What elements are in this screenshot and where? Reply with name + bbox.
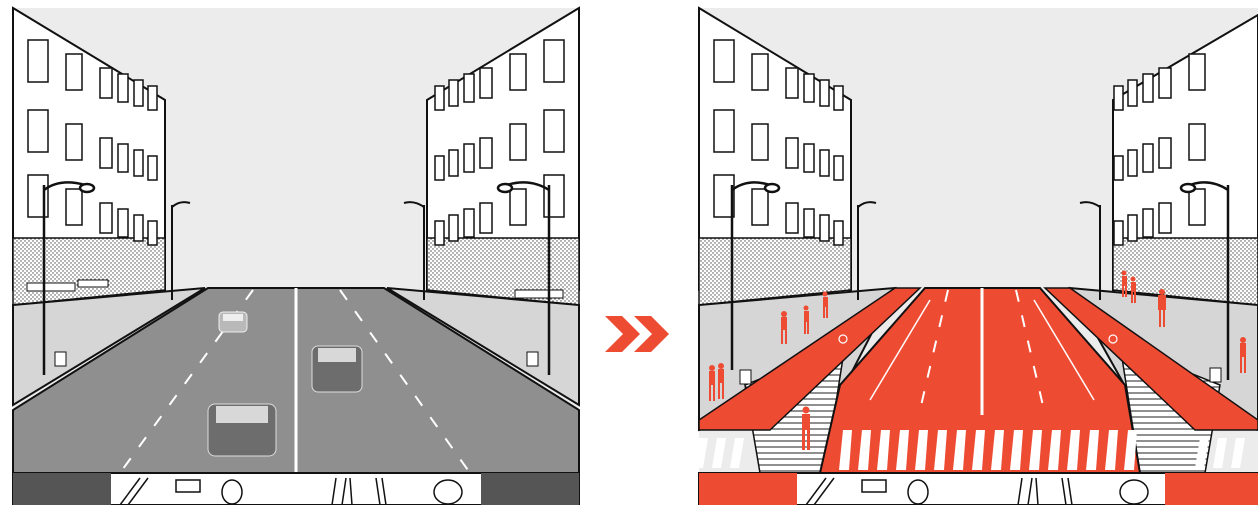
window — [510, 54, 526, 90]
trash-can — [1210, 368, 1221, 382]
window — [804, 144, 814, 172]
window — [100, 203, 112, 233]
curb-section — [1165, 473, 1258, 505]
car — [219, 312, 247, 332]
before-panel — [13, 8, 579, 505]
car — [312, 346, 362, 392]
utility-box-icon — [862, 480, 886, 492]
window — [118, 144, 128, 172]
window — [449, 150, 458, 176]
window — [134, 150, 143, 176]
window — [148, 156, 157, 180]
double-chevron-right-icon — [605, 316, 669, 352]
window — [435, 156, 444, 180]
window — [480, 203, 492, 233]
awning — [515, 290, 563, 298]
window — [1189, 189, 1205, 225]
window — [786, 203, 798, 233]
awning — [78, 280, 108, 287]
window — [134, 215, 143, 241]
window — [1143, 144, 1153, 172]
after-panel — [694, 8, 1258, 505]
curb-section — [699, 473, 797, 505]
window — [1189, 54, 1205, 90]
window — [480, 138, 492, 168]
window — [714, 110, 734, 152]
window — [510, 124, 526, 160]
window — [464, 144, 474, 172]
window — [820, 215, 829, 241]
awning — [27, 283, 75, 291]
window — [544, 175, 564, 217]
window — [134, 80, 143, 106]
window — [66, 54, 82, 90]
window — [480, 68, 492, 98]
window — [464, 209, 474, 237]
window — [752, 124, 768, 160]
window — [449, 215, 458, 241]
window — [752, 54, 768, 90]
window — [1159, 68, 1171, 98]
window — [804, 209, 814, 237]
window — [786, 138, 798, 168]
window — [464, 74, 474, 102]
window — [1114, 156, 1123, 180]
building-windows — [1114, 54, 1205, 245]
window — [714, 40, 734, 82]
window — [28, 40, 48, 82]
utility-box-icon — [176, 480, 200, 492]
window — [148, 86, 157, 110]
window — [752, 189, 768, 225]
trash-can — [740, 370, 751, 384]
car — [208, 404, 276, 456]
window — [66, 189, 82, 225]
window — [118, 209, 128, 237]
window — [820, 150, 829, 176]
underground-section — [13, 473, 579, 505]
window — [820, 80, 829, 106]
window — [834, 86, 843, 110]
window — [100, 138, 112, 168]
curb-section — [13, 473, 111, 505]
window — [1114, 86, 1123, 110]
window — [1114, 221, 1123, 245]
window — [1128, 80, 1137, 106]
window — [834, 156, 843, 180]
window — [435, 86, 444, 110]
window — [786, 68, 798, 98]
underground-section — [699, 473, 1258, 505]
window — [100, 68, 112, 98]
window — [1143, 74, 1153, 102]
window — [1159, 138, 1171, 168]
window — [118, 74, 128, 102]
window — [510, 189, 526, 225]
window — [1159, 203, 1171, 233]
window — [1143, 209, 1153, 237]
window — [1189, 124, 1205, 160]
window — [804, 74, 814, 102]
window — [1128, 215, 1137, 241]
trash-can — [55, 352, 66, 366]
window — [1128, 150, 1137, 176]
window — [435, 221, 444, 245]
window — [544, 40, 564, 82]
window — [66, 124, 82, 160]
window — [449, 80, 458, 106]
window — [544, 110, 564, 152]
window — [834, 221, 843, 245]
window — [28, 110, 48, 152]
curb-section — [481, 473, 579, 505]
trash-can — [527, 352, 538, 366]
window — [148, 221, 157, 245]
